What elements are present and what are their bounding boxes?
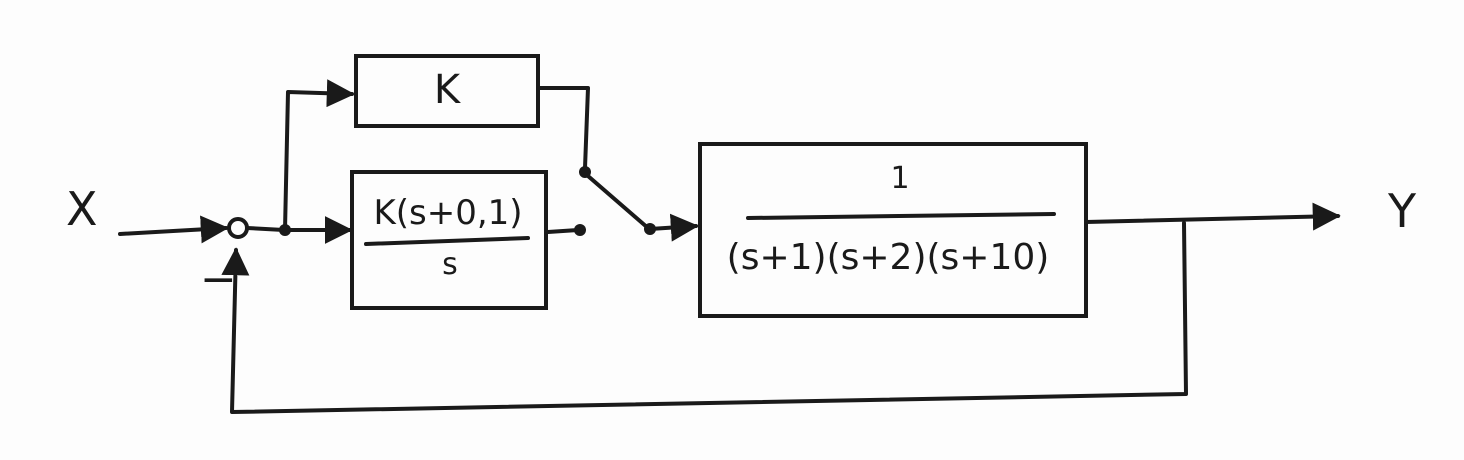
output-label: Y xyxy=(1388,184,1417,238)
plant-block xyxy=(698,142,1088,318)
pi-fraction-bar xyxy=(364,236,530,246)
input-label: X xyxy=(66,182,98,236)
switch-arm xyxy=(586,174,650,230)
gain-branch-line xyxy=(283,79,355,232)
gain-block xyxy=(354,54,540,128)
plant-denominator: (s+1)(s+2)(s+10) xyxy=(726,237,1050,278)
plant-fraction-bar xyxy=(746,212,1056,220)
plant-input-line xyxy=(648,213,699,242)
gain-block-label: K xyxy=(433,67,461,113)
error-line xyxy=(245,226,286,232)
feedback-line xyxy=(221,221,1188,414)
switch-contact-pi xyxy=(574,224,586,236)
feedback-sign: − xyxy=(200,254,237,305)
plant-numerator: 1 xyxy=(890,161,910,196)
output-line xyxy=(1084,202,1341,231)
pi-controller-block xyxy=(350,170,548,310)
gain-output-line xyxy=(538,86,590,170)
pi-denominator: s xyxy=(442,247,458,282)
pi-output-line xyxy=(546,228,580,234)
summing-junction xyxy=(227,217,249,239)
input-line xyxy=(118,215,229,244)
pi-numerator: K(s+0,1) xyxy=(373,193,523,233)
